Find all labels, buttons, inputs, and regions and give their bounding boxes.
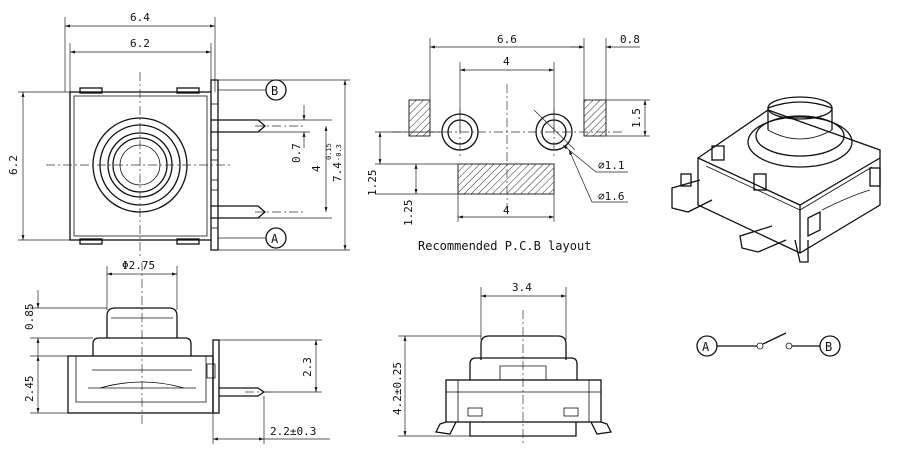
isometric-view [671,96,881,263]
dim-pad-offset-2: 1.25 [402,200,415,227]
dim-pin-gap: 0.7 [290,143,303,163]
dim-pcb-inner: 4 [503,55,510,68]
dim-width-inner: 6.2 [130,37,150,50]
dim-pin-span-sub: -0.3 [335,144,343,161]
front-view: 3.4 4.2±0.25 [391,281,612,445]
dim-pin-pitch: 4 [310,165,323,172]
dim-hole-small: ⌀1.1 [598,159,625,172]
dim-front-total-height: 4.2±0.25 [391,362,404,415]
schematic-label-a: A [702,340,710,354]
terminal-a-label: A [271,232,279,246]
dim-pin-span: 7.4 [331,162,344,182]
dim-front-stem-width: 3.4 [512,281,532,294]
switch-schematic: A B [696,332,841,357]
dim-pin-span-sup: 0.15 [325,143,333,160]
dim-width-outer: 6.4 [130,11,150,24]
pcb-layout-view: 6.6 0.8 4 1.5 ⌀1.1 ⌀1.6 [366,33,650,253]
schematic-label-b: B [825,340,832,354]
dim-pcb-outer: 6.6 [497,33,517,46]
dim-pad-width: 0.8 [620,33,640,46]
side-view: Φ2.75 0.85 2.45 2.3 [23,259,330,444]
dim-pad-height: 1.5 [630,108,643,128]
terminal-b-label: B [271,84,278,98]
pcb-caption: Recommended P.C.B layout [418,239,591,253]
dim-body-height: 2.45 [23,376,36,403]
dim-lead-height: 2.3 [301,357,314,377]
dim-hole-large: ⌀1.6 [598,190,625,203]
dim-lead-length: 2.2±0.3 [270,425,316,438]
dim-stem-diameter: Φ2.75 [122,259,155,272]
dim-pad-offset-1: 1.25 [366,170,379,197]
dim-stem-height: 0.85 [23,304,36,331]
top-view: 6.4 6.2 6.2 [7,11,350,258]
dim-pcb-bottom: 4 [503,204,510,217]
dim-height-left: 6.2 [7,155,20,175]
